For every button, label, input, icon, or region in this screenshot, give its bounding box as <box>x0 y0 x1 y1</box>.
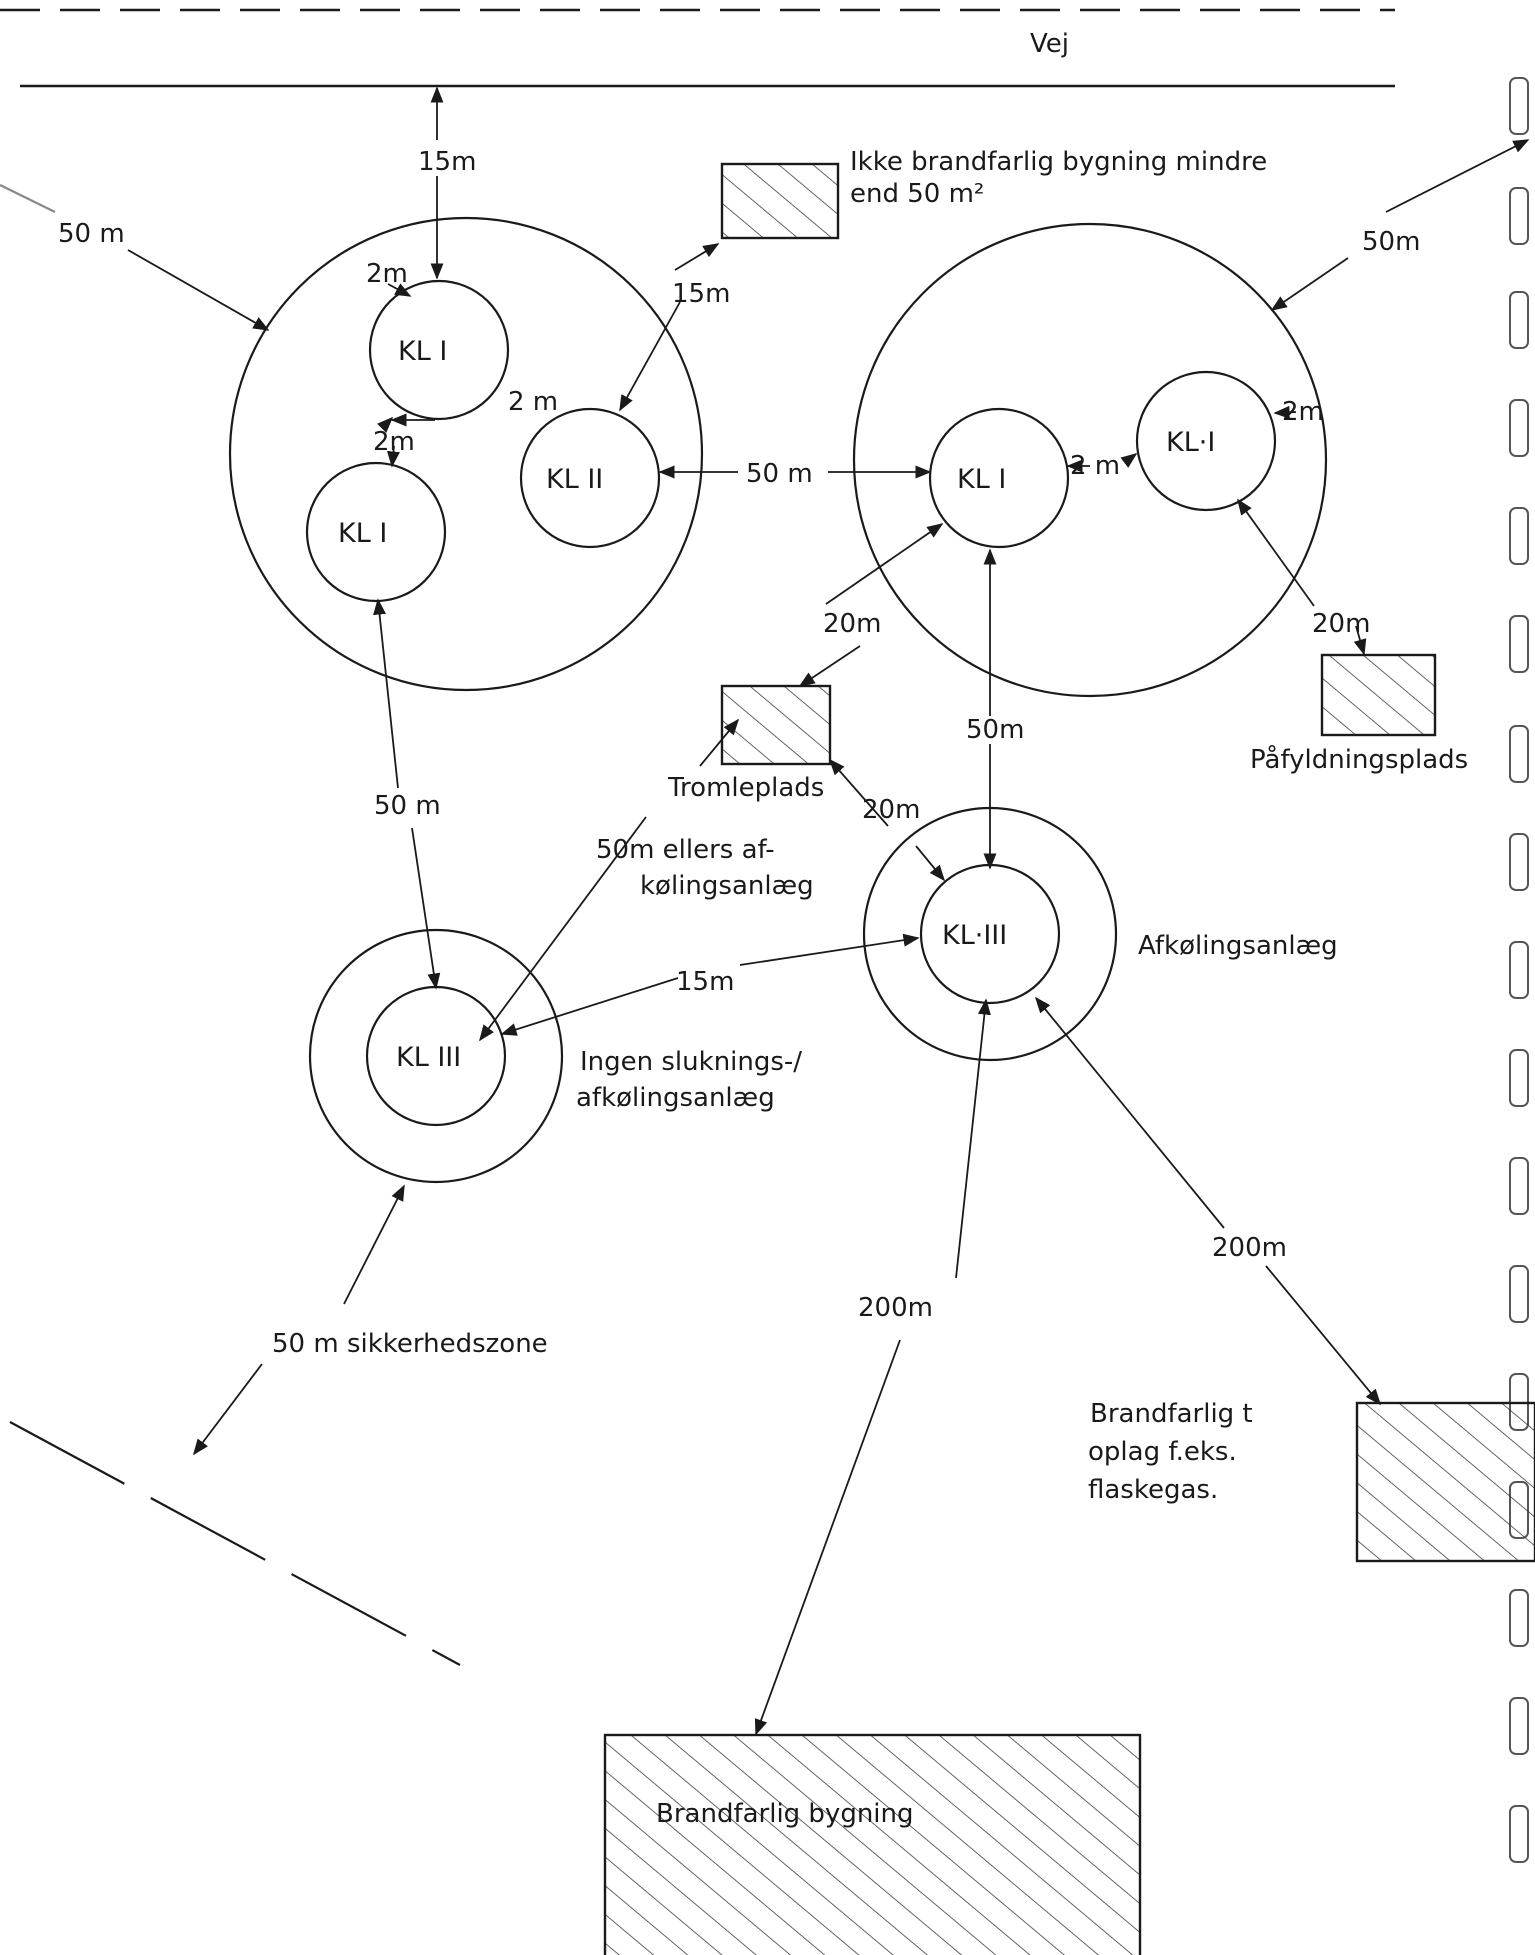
tank-c1-label: KL·III <box>942 920 1007 951</box>
storage-box <box>1355 1401 1535 1563</box>
tank-b2-label: KL·I <box>1166 427 1215 458</box>
binder-holes <box>1509 77 1529 1863</box>
tank-a1-circle <box>368 279 510 421</box>
zone-boundary-bottom-left <box>9 1421 461 1666</box>
no-extinguishing-1: Ingen sluknings-/ <box>580 1047 802 1077</box>
dist-a-top-2m: 2m <box>366 259 408 289</box>
dist-b-inner-2m: 2 m <box>1070 451 1120 481</box>
tank-a1-label: KL I <box>398 336 447 367</box>
big-building-label: Brandfarlig bygning <box>656 1799 914 1829</box>
dist-b-right-2m: 2m <box>1282 397 1324 427</box>
dist-b-to-drum: 20m <box>823 609 881 639</box>
dimension-arrows <box>127 86 1530 1736</box>
zone-a-outer-circle <box>228 216 704 692</box>
fill-place-label: Påfyldningsplads <box>1250 744 1468 775</box>
small-building-label-1: Ikke brandfarlig bygning mindre <box>850 147 1267 177</box>
dist-c-to-bldg-left: 200m <box>858 1293 933 1323</box>
tank-d1-label: KL III <box>396 1042 461 1073</box>
storage-label-1: Brandfarlig t <box>1090 1399 1253 1429</box>
storage-label-3: flaskegas. <box>1088 1475 1218 1505</box>
dist-small-bldg-gap: 15m <box>672 279 730 309</box>
dist-c-to-storage: 200m <box>1212 1233 1287 1263</box>
big-building-box <box>603 1733 1142 1955</box>
dist-a-low-2m: 2m <box>373 427 415 457</box>
dist-a-mid-2m: 2 m <box>508 387 558 417</box>
drum-note-1: 50m ellers af- <box>596 835 775 865</box>
tank-b1-label: KL I <box>957 464 1006 495</box>
dist-drum-to-c: 20m <box>862 795 920 825</box>
road-label: Vej <box>1030 29 1069 59</box>
storage-label-2: oplag f.eks. <box>1088 1437 1237 1467</box>
tank-a2-label: KL I <box>338 518 387 549</box>
drum-place-box <box>720 684 832 766</box>
small-building-label-2: end 50 m² <box>850 179 984 209</box>
zone-b-outer-circle <box>852 222 1328 698</box>
dist-b-to-c: 50m <box>966 715 1024 745</box>
drum-place-label: Tromleplads <box>667 773 824 803</box>
dist-ring-b-outer: 50m <box>1362 227 1420 257</box>
dist-a-to-d: 50 m <box>374 791 441 821</box>
zone-boundary-top-left <box>0 184 56 213</box>
dist-d-zone: 50 m sikkerhedszone <box>272 1329 548 1359</box>
dist-road-gap: 15m <box>418 147 476 177</box>
zone-d-ring <box>308 928 564 1184</box>
tank-a3-label: KL II <box>546 464 603 495</box>
dist-b2-to-fill: 20m <box>1312 609 1370 639</box>
small-building <box>720 162 840 240</box>
dist-a-to-b: 50 m <box>746 459 813 489</box>
cooling-label: Afkølingsanlæg <box>1138 931 1338 961</box>
dist-d-to-c: 15m <box>676 967 734 997</box>
tank-b2-circle <box>1135 370 1277 512</box>
fill-place-box <box>1320 653 1437 737</box>
dist-ring-a-outer: 50 m <box>58 219 125 249</box>
no-extinguishing-2: afkølingsanlæg <box>576 1083 775 1113</box>
drum-note-2: kølingsanlæg <box>640 871 814 901</box>
